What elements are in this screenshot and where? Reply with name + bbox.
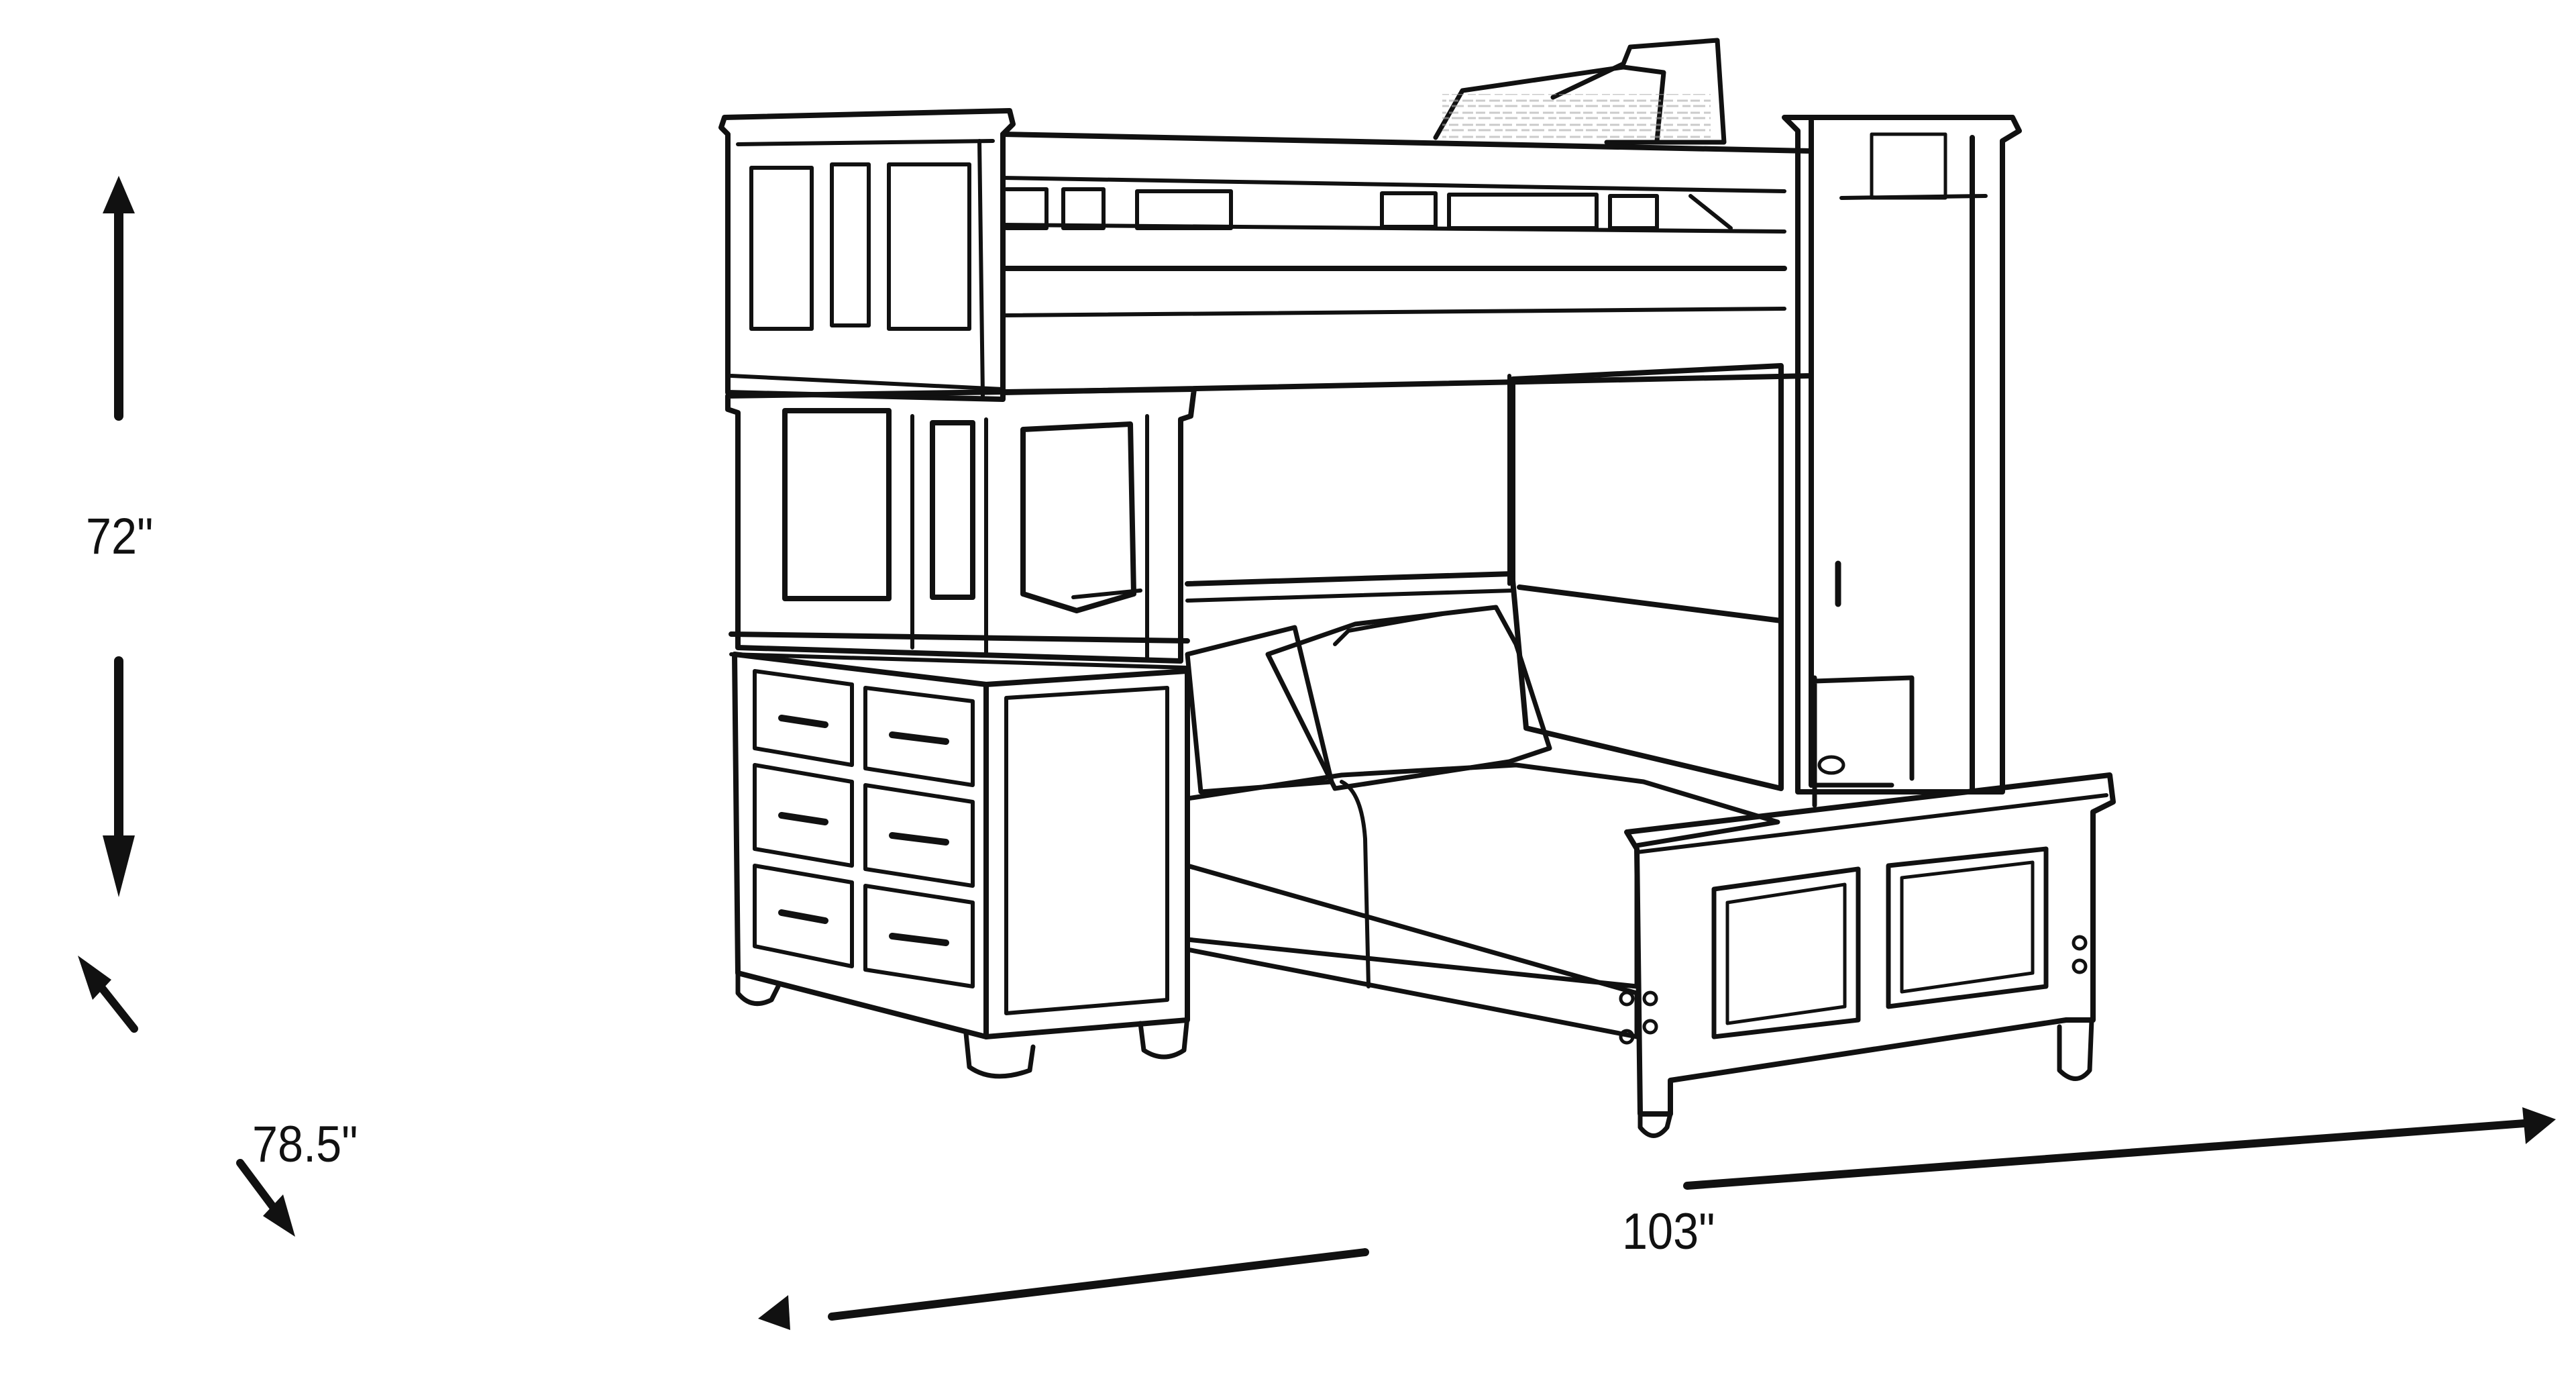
footboard-panels [1711,846,2049,1039]
height-dimension-label: 72" [86,508,154,565]
left-tower-upper [718,108,1016,402]
depth-dimension-label: 78.5" [252,1116,358,1173]
loft-bunk [1000,38,1814,395]
right-tower [1782,115,2022,808]
twin-bed [1185,605,2116,1138]
drawer-fronts [753,669,975,988]
width-dimension-label: 103" [1622,1203,1715,1260]
arrow-right-icon [2522,1107,2556,1144]
height-dimension-arrows [103,176,135,897]
left-tower-shelf [725,387,1197,670]
arrow-down-right-icon [263,1194,295,1237]
arrow-left-icon [758,1295,790,1330]
arrow-up-icon [103,176,135,213]
arrow-down-icon [103,835,135,897]
arrow-up-left-icon [78,956,111,1000]
back-panel [1185,363,1784,791]
width-dimension-arrows [758,1107,2556,1330]
chest-of-drawers [732,652,1190,1079]
depth-dimension-arrows [78,956,295,1237]
